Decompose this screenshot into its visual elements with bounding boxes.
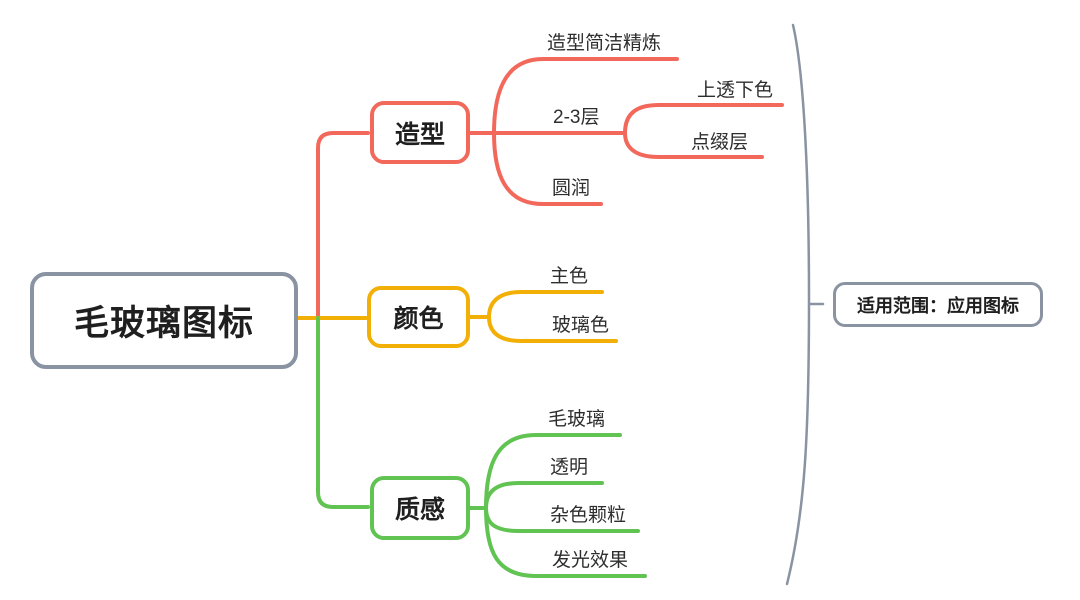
root-node-label: 毛玻璃图标 xyxy=(73,304,254,343)
topic-color-main[interactable]: 主色 xyxy=(550,266,589,287)
summary-node[interactable]: 适用范围：应用图标 xyxy=(833,282,1043,327)
summary-brace xyxy=(785,23,811,586)
topic-texture-transparent[interactable]: 透明 xyxy=(550,457,589,478)
topic-shape-rounded[interactable]: 圆润 xyxy=(552,178,591,199)
branch-node-texture[interactable]: 质感 xyxy=(370,476,470,540)
connector-zaoxing-yuanrun xyxy=(492,131,603,206)
connector-zhigan-faguang xyxy=(484,506,647,578)
connector-root-to-zaoxing xyxy=(316,131,370,320)
connector-zhigan-touming xyxy=(484,481,604,510)
topic-texture-frosted[interactable]: 毛玻璃 xyxy=(548,409,606,430)
connector-zaoxing-jianjie xyxy=(492,57,679,135)
topic-layers-accent[interactable]: 点缀层 xyxy=(691,132,749,153)
topic-shape-concise[interactable]: 造型简洁精炼 xyxy=(547,33,662,54)
topic-color-glass[interactable]: 玻璃色 xyxy=(552,315,610,336)
connector-root-to-zhigan xyxy=(316,316,370,509)
summary-node-label: 适用范围：应用图标 xyxy=(857,295,1019,316)
connector-yanse-bolise xyxy=(487,315,618,343)
connector-ceng-shangtou xyxy=(623,103,784,135)
topic-shape-layers[interactable]: 2-3层 xyxy=(553,107,600,128)
topic-texture-noise[interactable]: 杂色颗粒 xyxy=(550,505,627,526)
branch-node-shape-label: 造型 xyxy=(394,120,445,149)
connector-zhigan-maoboli xyxy=(484,433,622,510)
topic-layers-top-clear[interactable]: 上透下色 xyxy=(697,80,774,101)
branch-node-texture-label: 质感 xyxy=(394,496,445,524)
connector-yanse-zhuse xyxy=(487,290,604,319)
branch-node-color[interactable]: 颜色 xyxy=(367,286,470,348)
root-node[interactable]: 毛玻璃图标 xyxy=(30,272,298,369)
connector-ceng-dianzhui xyxy=(623,131,764,159)
topic-texture-glow[interactable]: 发光效果 xyxy=(552,550,629,571)
branch-node-color-label: 颜色 xyxy=(393,305,444,333)
branch-node-shape[interactable]: 造型 xyxy=(370,101,470,164)
